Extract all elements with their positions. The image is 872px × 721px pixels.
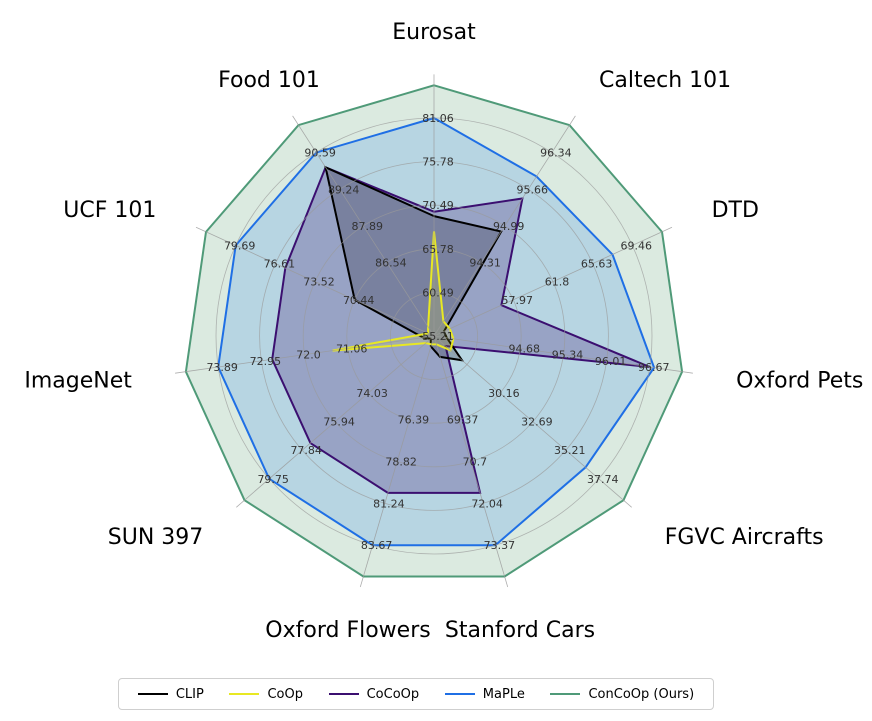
legend-item: CoCoOp <box>328 686 420 702</box>
tick-label: 60.49 <box>422 286 454 299</box>
tick-label: 37.74 <box>587 473 619 486</box>
tick-label: 81.06 <box>422 112 454 125</box>
axis-spoke <box>433 335 632 508</box>
tick-label: 96.01 <box>595 355 627 368</box>
tick-label: 77.84 <box>290 444 322 457</box>
axis-spoke <box>292 115 435 337</box>
tick-label: 95.34 <box>552 349 584 362</box>
axis-label: Stanford Cars <box>445 618 595 643</box>
tick-label: 95.66 <box>517 183 549 196</box>
legend-swatch <box>550 693 581 695</box>
tick-label: 72.95 <box>250 355 282 368</box>
axis-spoke <box>175 335 435 374</box>
legend-label: CoCoOp <box>366 686 420 702</box>
tick-label: 96.34 <box>540 147 572 160</box>
radar-chart: 55.21 60.49 65.78 70.49 75.78 81.06 94.31 94.99… <box>24 20 863 643</box>
series-cocoop <box>271 165 651 494</box>
tick-label: 74.03 <box>356 387 388 400</box>
axis-spoke <box>236 335 435 508</box>
tick-label: 81.24 <box>373 497 405 510</box>
axis-label: Oxford Flowers <box>265 618 430 643</box>
tick-label: 76.39 <box>398 414 430 427</box>
legend-item: CLIP <box>137 686 204 702</box>
axis-label: Oxford Pets <box>736 368 863 393</box>
tick-label: 30.16 <box>488 387 520 400</box>
tick-label: 72.04 <box>471 497 503 510</box>
tick-label: 57.97 <box>502 294 534 307</box>
legend-label: MaPLe <box>482 686 525 702</box>
tick-label: 35.21 <box>554 444 586 457</box>
axis-label: ImageNet <box>24 368 132 393</box>
tick-label: 65.63 <box>581 258 613 271</box>
tick-label: 71.06 <box>336 342 368 355</box>
axis-label: Food 101 <box>218 68 320 93</box>
series-clip <box>324 165 503 362</box>
tick-label: 83.67 <box>361 539 393 552</box>
legend-swatch <box>137 693 168 695</box>
tick-label: 87.89 <box>352 220 384 233</box>
tick-label: 70.49 <box>422 199 454 212</box>
legend-item: ConCoOp (Ours) <box>550 687 694 702</box>
legend-label: ConCoOp (Ours) <box>588 686 695 702</box>
axis-spoke <box>433 115 576 337</box>
axis-label: Caltech 101 <box>599 68 731 93</box>
legend-item: CoOp <box>229 687 303 702</box>
legend-swatch <box>444 693 475 695</box>
tick-label: 70.7 <box>463 456 488 469</box>
tick-label: 78.82 <box>385 456 417 469</box>
axis-label: Eurosat <box>392 20 476 45</box>
tick-label: 73.52 <box>303 276 335 289</box>
axis-label: UCF 101 <box>63 198 156 223</box>
series-maple <box>217 116 656 547</box>
tick-label: 94.31 <box>469 257 501 270</box>
tick-label: 55.21 <box>422 330 454 343</box>
legend-label: CLIP <box>175 686 204 702</box>
tick-label: 79.69 <box>224 239 256 252</box>
axis-spoke <box>433 335 693 374</box>
tick-label: 86.54 <box>375 257 407 270</box>
tick-label: 32.69 <box>521 416 553 429</box>
series-coop <box>332 231 455 352</box>
axis-label: SUN 397 <box>108 525 204 550</box>
tick-label: 69.46 <box>621 239 653 252</box>
tick-label: 89.24 <box>328 183 360 196</box>
tick-label: 90.59 <box>304 147 336 160</box>
legend-item: MaPLe <box>444 686 525 702</box>
tick-label: 94.99 <box>493 220 525 233</box>
legend-label: CoOp <box>267 686 303 702</box>
axis-label: FGVC Aircrafts <box>665 525 824 550</box>
axis-spoke <box>195 226 435 337</box>
legend: CLIP CoOp CoCoOp MaPLe ConCoOp (Ours) <box>118 678 714 710</box>
tick-label: 75.78 <box>422 156 454 169</box>
tick-label: 76.61 <box>264 258 296 271</box>
tick-label: 79.75 <box>257 473 289 486</box>
tick-label: 73.89 <box>206 361 238 374</box>
axis-spoke <box>433 226 673 337</box>
tick-label: 96.67 <box>638 361 670 374</box>
tick-label: 69.37 <box>447 414 479 427</box>
tick-label: 72.0 <box>296 349 321 362</box>
tick-label: 65.78 <box>422 243 454 256</box>
legend-swatch <box>328 693 359 695</box>
tick-label: 73.37 <box>484 539 516 552</box>
tick-label: 70.44 <box>343 294 375 307</box>
tick-label: 75.94 <box>323 416 355 429</box>
tick-label: 94.68 <box>509 342 541 355</box>
tick-label: 61.8 <box>545 276 570 289</box>
axis-spoke <box>433 335 509 588</box>
axis-spoke <box>359 335 435 588</box>
axis-label: DTD <box>712 198 759 223</box>
legend-swatch <box>229 693 260 695</box>
